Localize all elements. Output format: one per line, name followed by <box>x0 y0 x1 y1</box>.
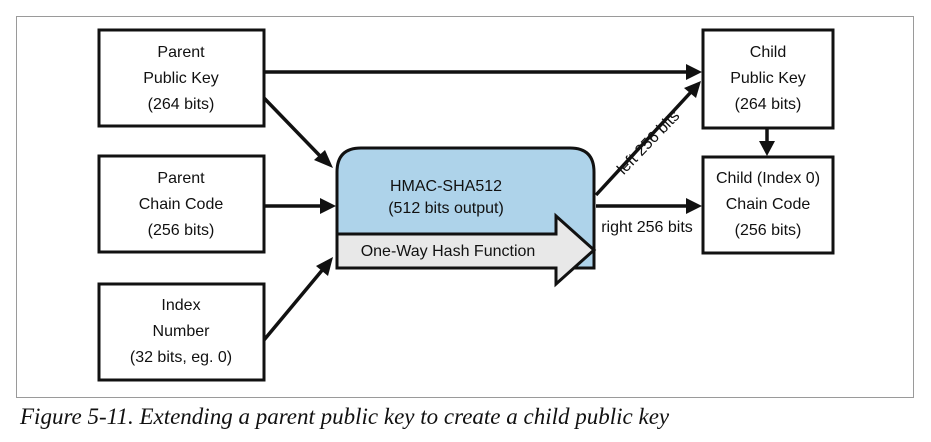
parent-public-key-line1: Parent <box>157 44 205 61</box>
child-chain-code-box: Child (Index 0) Chain Code (256 bits) <box>701 155 835 255</box>
right-bits-label: right 256 bits <box>601 219 693 236</box>
child-chain-code-line1: Child (Index 0) <box>716 170 820 187</box>
index-number-line3: (32 bits, eg. 0) <box>130 349 232 366</box>
child-public-key-line1: Child <box>750 44 786 61</box>
index-number-line2: Number <box>153 323 211 340</box>
parent-chain-code-line2: Chain Code <box>139 196 224 213</box>
index-number-box: Index Number (32 bits, eg. 0) <box>97 282 266 382</box>
left-bits-label: left 256 bits <box>614 108 683 179</box>
hmac-title: HMAC-SHA512 <box>390 178 502 195</box>
hash-arrow-shape <box>335 212 597 288</box>
hash-function-label: One-Way Hash Function <box>361 243 536 260</box>
parent-public-key-box: Parent Public Key (264 bits) <box>97 28 266 128</box>
diagram-frame <box>16 16 914 398</box>
figure-caption: Figure 5-11. Extending a parent public k… <box>20 404 670 429</box>
parent-public-key-line2: Public Key <box>143 70 219 87</box>
parent-public-key-line3: (264 bits) <box>148 96 215 113</box>
arrow-index-to-hmac <box>262 266 326 342</box>
parent-chain-code-line3: (256 bits) <box>148 222 215 239</box>
connectors <box>262 64 775 342</box>
parent-chain-code-box: Parent Chain Code (256 bits) <box>97 154 266 254</box>
child-public-key-box: Child Public Key (264 bits) <box>701 28 835 130</box>
hmac-output: (512 bits output) <box>388 200 504 217</box>
arrowhead-hmac-mid <box>320 198 336 214</box>
arrowhead-left-bits <box>684 81 701 98</box>
parent-chain-code-line1: Parent <box>157 170 205 187</box>
arrowhead-hmac-top <box>314 150 333 168</box>
child-public-key-line2: Public Key <box>730 70 806 87</box>
child-chain-code-line3: (256 bits) <box>735 222 802 239</box>
index-number-line1: Index <box>161 297 200 314</box>
one-way-hash-arrow: One-Way Hash Function <box>335 212 597 288</box>
arrowhead-right-bits <box>686 198 702 214</box>
arrowhead-childchain <box>759 141 775 156</box>
key-derivation-diagram: Parent Public Key (264 bits) Parent Chai… <box>97 28 835 382</box>
arrow-parentkey-to-hmac <box>262 96 324 160</box>
child-public-key-line3: (264 bits) <box>735 96 802 113</box>
arrowhead-childkey <box>686 64 702 80</box>
arrow-left-bits <box>594 90 693 197</box>
child-chain-code-line2: Chain Code <box>726 196 811 213</box>
arrowhead-hmac-bottom <box>316 257 333 276</box>
